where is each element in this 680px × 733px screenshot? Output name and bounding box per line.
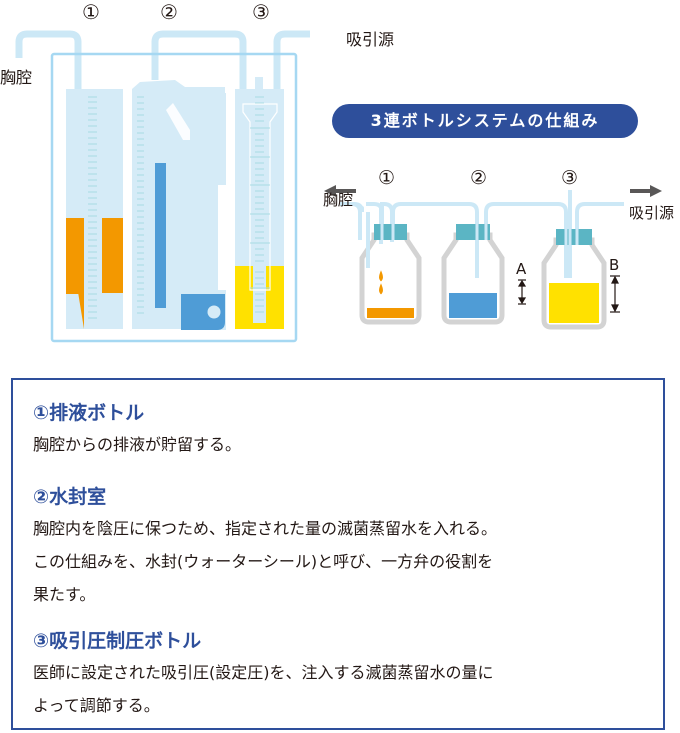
section-text-water-seal-line-3: 果たす。 [33, 585, 96, 604]
level-label-b: B [609, 256, 620, 274]
bottle-number-1: ① [378, 167, 396, 189]
bottle-illustration [324, 185, 662, 330]
section-heading-suction-control: ③吸引圧制圧ボトル [33, 630, 202, 652]
chest-drain-device-diagram: 胸腔 吸引源 ① ② ③ [0, 0, 394, 360]
chamber-number-3: ③ [252, 0, 270, 24]
three-bottle-system-title: 3連ボトルシステムの仕組み [332, 104, 638, 138]
chest-label: 胸腔 [0, 68, 33, 87]
section-text-suction-control-line-2: よって調節する。 [33, 696, 160, 715]
explanation-box: ①排液ボトル 胸腔からの排液が貯留する。 ②水封室 胸腔内を陰圧に保つため、指定… [11, 378, 665, 730]
section-heading-drain-bottle: ①排液ボトル [33, 402, 145, 424]
section-heading-water-seal: ②水封室 [33, 486, 107, 508]
device-illustration [15, 30, 340, 343]
suction-source-label: 吸引源 [346, 30, 395, 49]
section-text-water-seal-line-1: 胸腔内を陰圧に保つため、指定された量の滅菌蒸留水を入れる。 [33, 519, 498, 538]
level-label-a: A [516, 260, 527, 278]
bottle-number-2: ② [470, 167, 488, 189]
section-text-drain-bottle: 胸腔からの排液が貯留する。 [33, 435, 242, 454]
bottle-suction-label: 吸引源 [629, 204, 675, 222]
chamber-number-2: ② [160, 0, 178, 24]
bottle-number-3: ③ [561, 167, 579, 189]
section-text-suction-control-line-1: 医師に設定された吸引圧(設定圧)を、注入する滅菌蒸留水の量に [33, 663, 494, 682]
bottle-chest-label: 胸腔 [323, 191, 354, 209]
arrow-right-icon [630, 185, 662, 197]
section-text-water-seal-line-2: この仕組みを、水封(ウォーターシール)と呼び、一方弁の役割を [33, 552, 494, 571]
three-bottle-diagram: 胸腔 吸引源 ① ② ③ A B [310, 160, 680, 340]
arrow-left-icon [324, 185, 356, 197]
chamber-number-1: ① [82, 0, 100, 24]
